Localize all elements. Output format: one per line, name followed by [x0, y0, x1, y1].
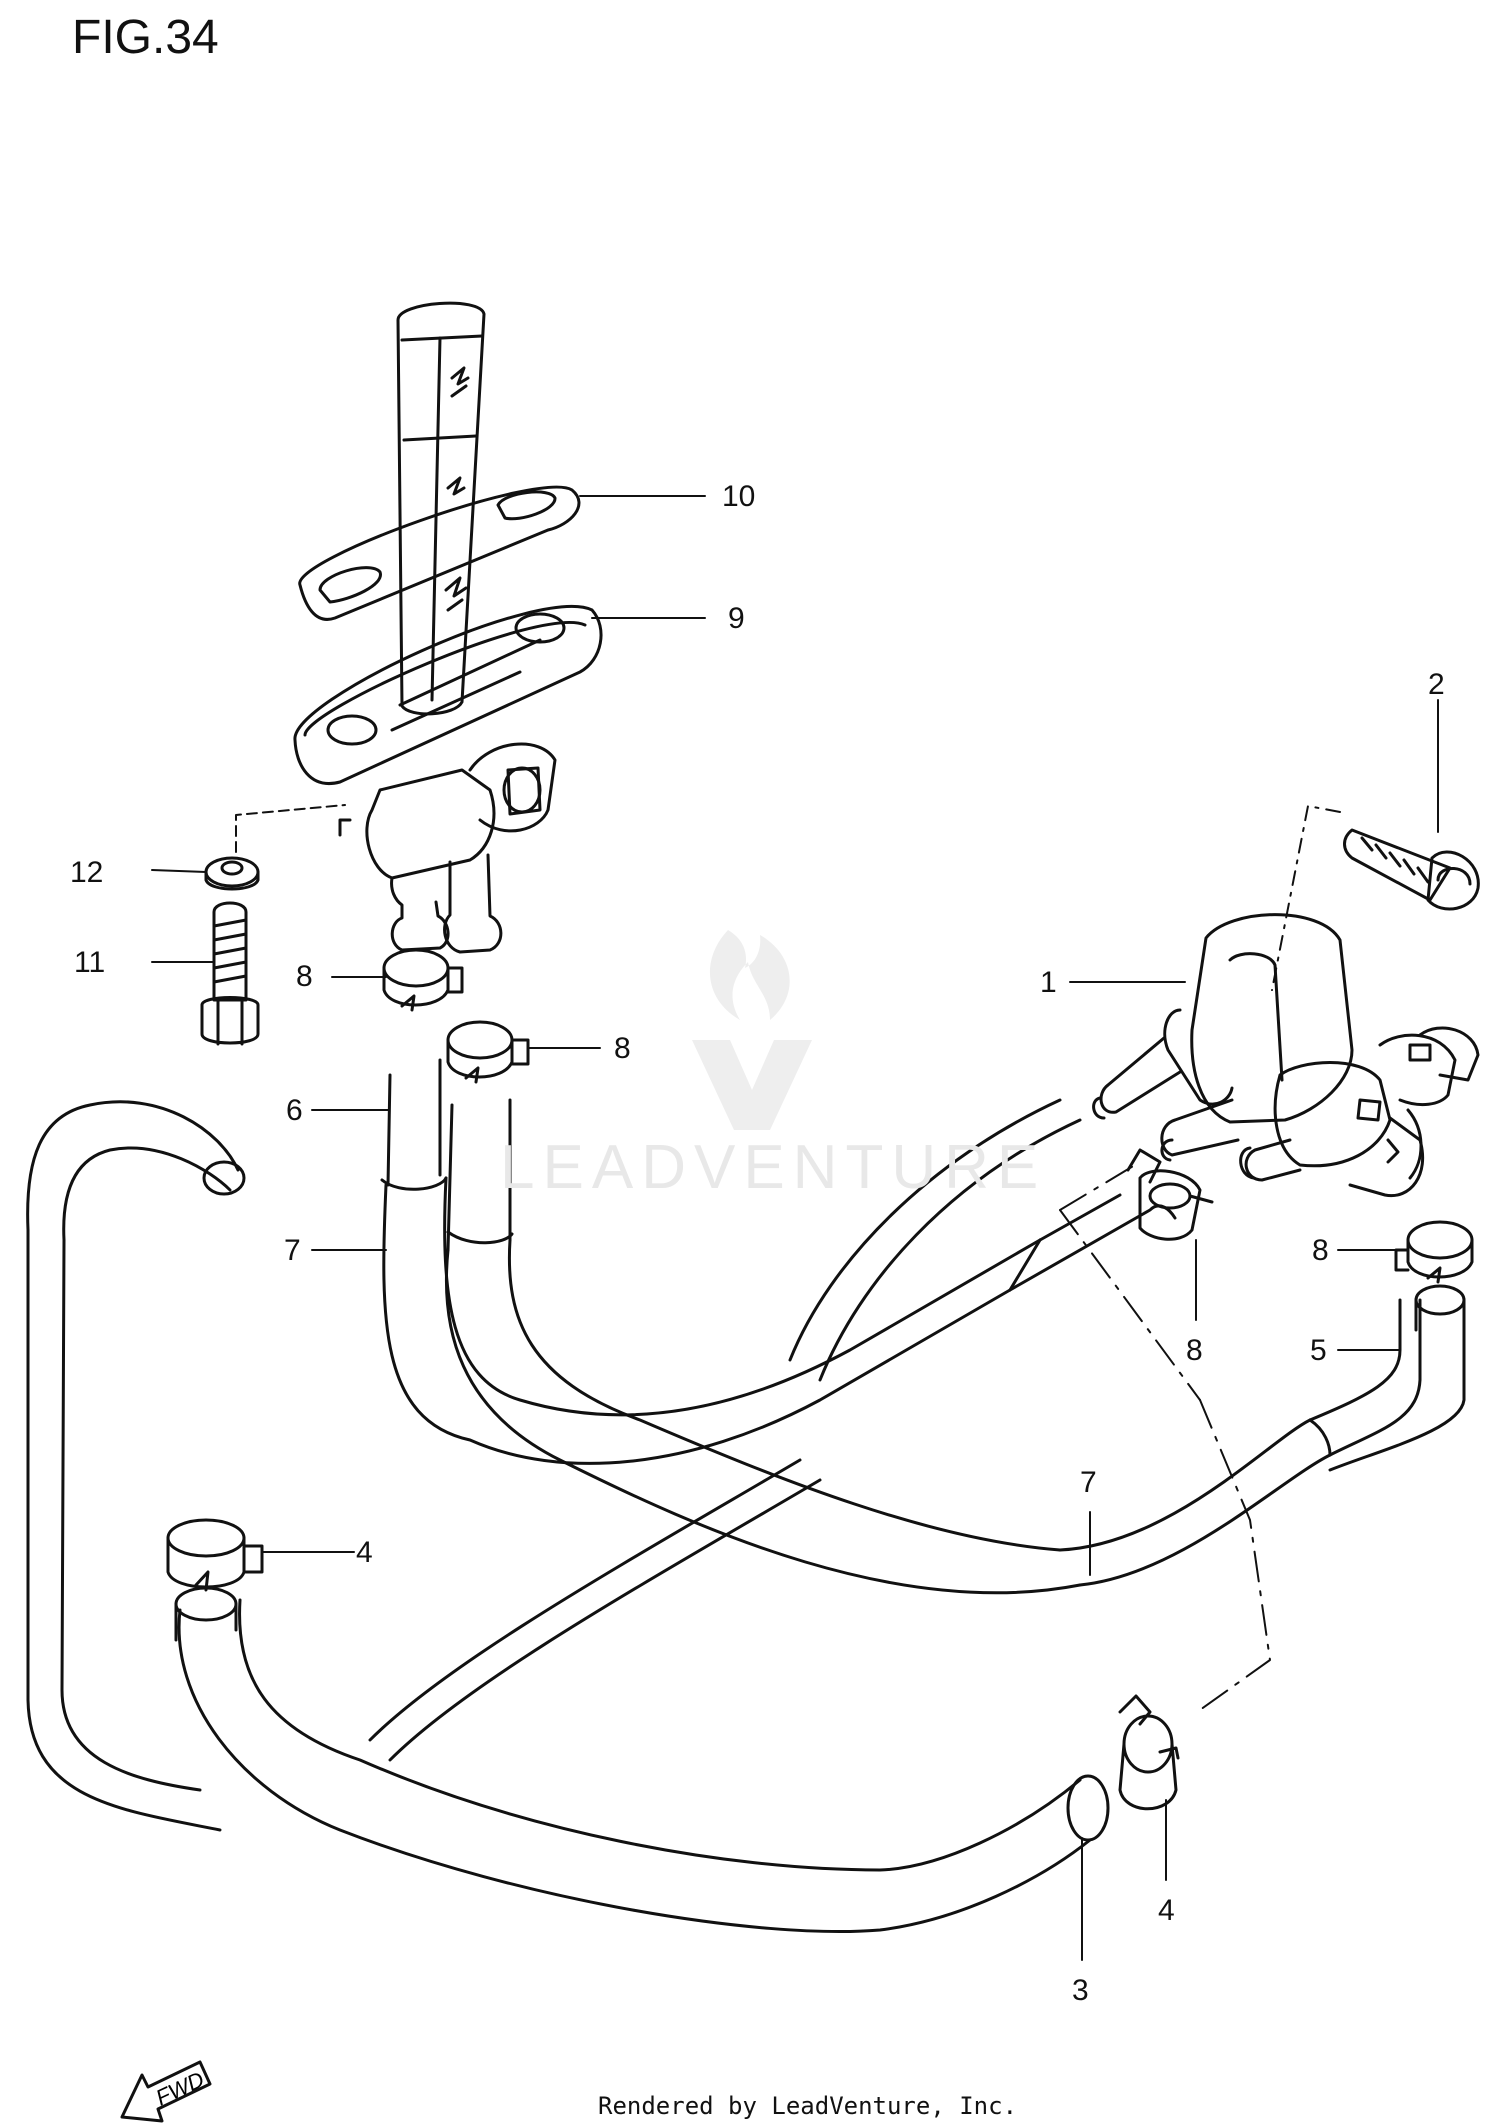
callout-2[interactable]: 2: [1428, 668, 1445, 701]
callout-11[interactable]: 11: [74, 946, 106, 979]
callout-8-clamp-top[interactable]: 8: [614, 1032, 631, 1065]
callout-1[interactable]: 1: [1040, 966, 1057, 999]
fuel-cock-gasket-10: [298, 485, 581, 621]
callout-8-clamp-valve[interactable]: 8: [1186, 1334, 1203, 1367]
watermark-text: LEADVENTURE: [500, 1133, 1047, 1202]
fuel-cock-plate-9: [293, 604, 603, 785]
callout-3[interactable]: 3: [1072, 1974, 1089, 2007]
clamp-4-right: [1118, 1694, 1180, 1811]
callout-4-right[interactable]: 4: [1158, 1894, 1175, 1927]
callout-8-clamp-left[interactable]: 8: [296, 960, 313, 993]
fwd-arrow-icon: [120, 2060, 212, 2123]
hose-8-clamp-short: [446, 1098, 514, 1252]
figure-title: FIG.34: [72, 11, 219, 64]
clamp-8-top-right: [446, 1020, 530, 1084]
callout-9[interactable]: 9: [728, 602, 745, 635]
callout-8-clamp-right[interactable]: 8: [1312, 1234, 1329, 1267]
watermark-logo: [692, 930, 812, 1130]
hose-loop-left: [26, 1100, 246, 1832]
fuel-valve-1: [1092, 913, 1480, 1198]
hose-3: [174, 1586, 1110, 1933]
hose-6: [380, 1058, 448, 1191]
clamp-8-right: [1394, 1220, 1474, 1284]
callout-6[interactable]: 6: [286, 1094, 303, 1127]
callout-7-right[interactable]: 7: [1080, 1466, 1097, 1499]
leader-lines: [151, 495, 1439, 1961]
callout-4-left[interactable]: 4: [356, 1536, 373, 1569]
fuel-cock-body: [338, 742, 557, 954]
bolt-2: [1343, 828, 1480, 911]
hose-diagonal: [368, 1098, 1082, 1762]
leader-bolt-2: [1271, 805, 1341, 991]
centre-lines: [1059, 1164, 1271, 1711]
callout-7-left[interactable]: 7: [284, 1234, 301, 1267]
bolt-11: [200, 901, 260, 1046]
hose-7-right: [1008, 1193, 1332, 1587]
hose-7-left: [382, 1176, 1082, 1595]
hose-5: [1308, 1284, 1466, 1472]
clamp-4-left: [166, 1518, 264, 1592]
callout-12[interactable]: 12: [70, 856, 104, 889]
callout-5[interactable]: 5: [1310, 1334, 1327, 1367]
fuel-cock-lever: [396, 301, 486, 716]
footer-credit: Rendered by LeadVenture, Inc.: [598, 2092, 1018, 2120]
clamp-8-valve: [1126, 1148, 1214, 1241]
washer-12: [204, 856, 260, 891]
clamp-8-top-left: [382, 948, 464, 1012]
leader-washer: [235, 804, 346, 853]
callout-10[interactable]: 10: [722, 480, 756, 513]
